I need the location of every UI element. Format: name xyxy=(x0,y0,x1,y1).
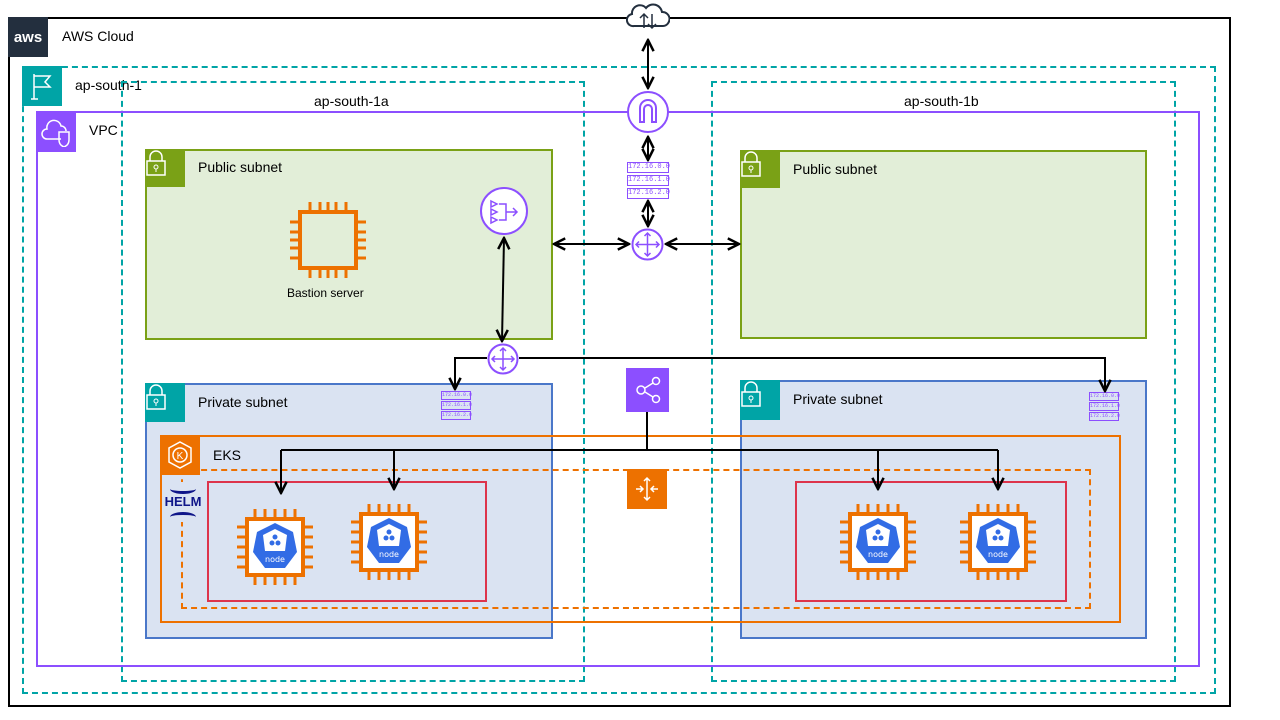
aws-logo: aws xyxy=(8,17,48,57)
eks-icon: K xyxy=(160,435,200,475)
route-entry: 172.16.0.0 xyxy=(441,391,473,400)
node-label: node xyxy=(988,550,1008,559)
public-subnet-b xyxy=(740,150,1147,339)
aws-cloud-title: AWS Cloud xyxy=(62,28,134,44)
route-entry: 172.16.2.0 xyxy=(441,411,473,420)
lock-icon xyxy=(145,149,185,187)
router-icon xyxy=(631,228,664,261)
flag-icon xyxy=(22,66,62,106)
aws-cloud-group xyxy=(8,17,1231,707)
node-label: node xyxy=(379,550,399,559)
helm-text: HELM xyxy=(164,494,202,509)
eks-icon-text: K xyxy=(177,451,184,462)
node-label: node xyxy=(265,555,285,564)
route-table-icon: 172.16.0.0 172.16.1.0 172.16.2.0 xyxy=(627,162,671,199)
vpc-icon xyxy=(36,111,76,152)
route-entry: 172.16.0.0 xyxy=(627,162,671,173)
node-group-b xyxy=(795,481,1067,602)
route-table-icon: 172.16.0.0 172.16.1.0 172.16.2.0 xyxy=(441,391,473,420)
eks-title: EKS xyxy=(213,447,242,463)
event-share-icon xyxy=(626,368,669,412)
load-balancer-icon xyxy=(627,469,667,509)
private-subnet-b-title: Private subnet xyxy=(793,391,883,407)
internet-cloud-icon xyxy=(626,0,670,32)
aws-logo-text: aws xyxy=(13,28,43,46)
region-group xyxy=(22,66,1216,694)
public-subnet-b-title: Public subnet xyxy=(793,161,878,177)
route-entry: 172.16.2.0 xyxy=(1089,412,1121,421)
public-subnet-a xyxy=(145,149,553,340)
internet-gateway-icon xyxy=(626,90,670,134)
router-icon xyxy=(487,343,519,375)
route-entry: 172.16.2.0 xyxy=(627,188,671,199)
az-b-title: ap-south-1b xyxy=(904,93,979,109)
node-label: node xyxy=(868,550,888,559)
route-entry: 172.16.0.0 xyxy=(1089,392,1121,401)
helm-logo: HELM xyxy=(162,482,204,522)
nat-gateway-icon xyxy=(479,186,529,236)
node-group-a xyxy=(207,481,487,602)
bastion-server-label: Bastion server xyxy=(287,286,364,300)
vpc-title: VPC xyxy=(89,122,118,138)
az-a-title: ap-south-1a xyxy=(314,93,389,109)
private-subnet-a-title: Private subnet xyxy=(198,394,288,410)
route-entry: 172.16.1.0 xyxy=(1089,402,1121,411)
lock-icon xyxy=(740,150,780,188)
route-table-icon: 172.16.0.0 172.16.1.0 172.16.2.0 xyxy=(1089,392,1121,421)
lock-icon xyxy=(740,380,780,420)
vpc-group xyxy=(36,111,1200,667)
route-entry: 172.16.1.0 xyxy=(441,401,473,410)
eks-cluster-group xyxy=(160,435,1121,623)
bastion-server-icon xyxy=(286,198,370,282)
public-subnet-a-title: Public subnet xyxy=(198,159,283,175)
lock-icon xyxy=(145,383,185,422)
route-entry: 172.16.1.0 xyxy=(627,175,671,186)
